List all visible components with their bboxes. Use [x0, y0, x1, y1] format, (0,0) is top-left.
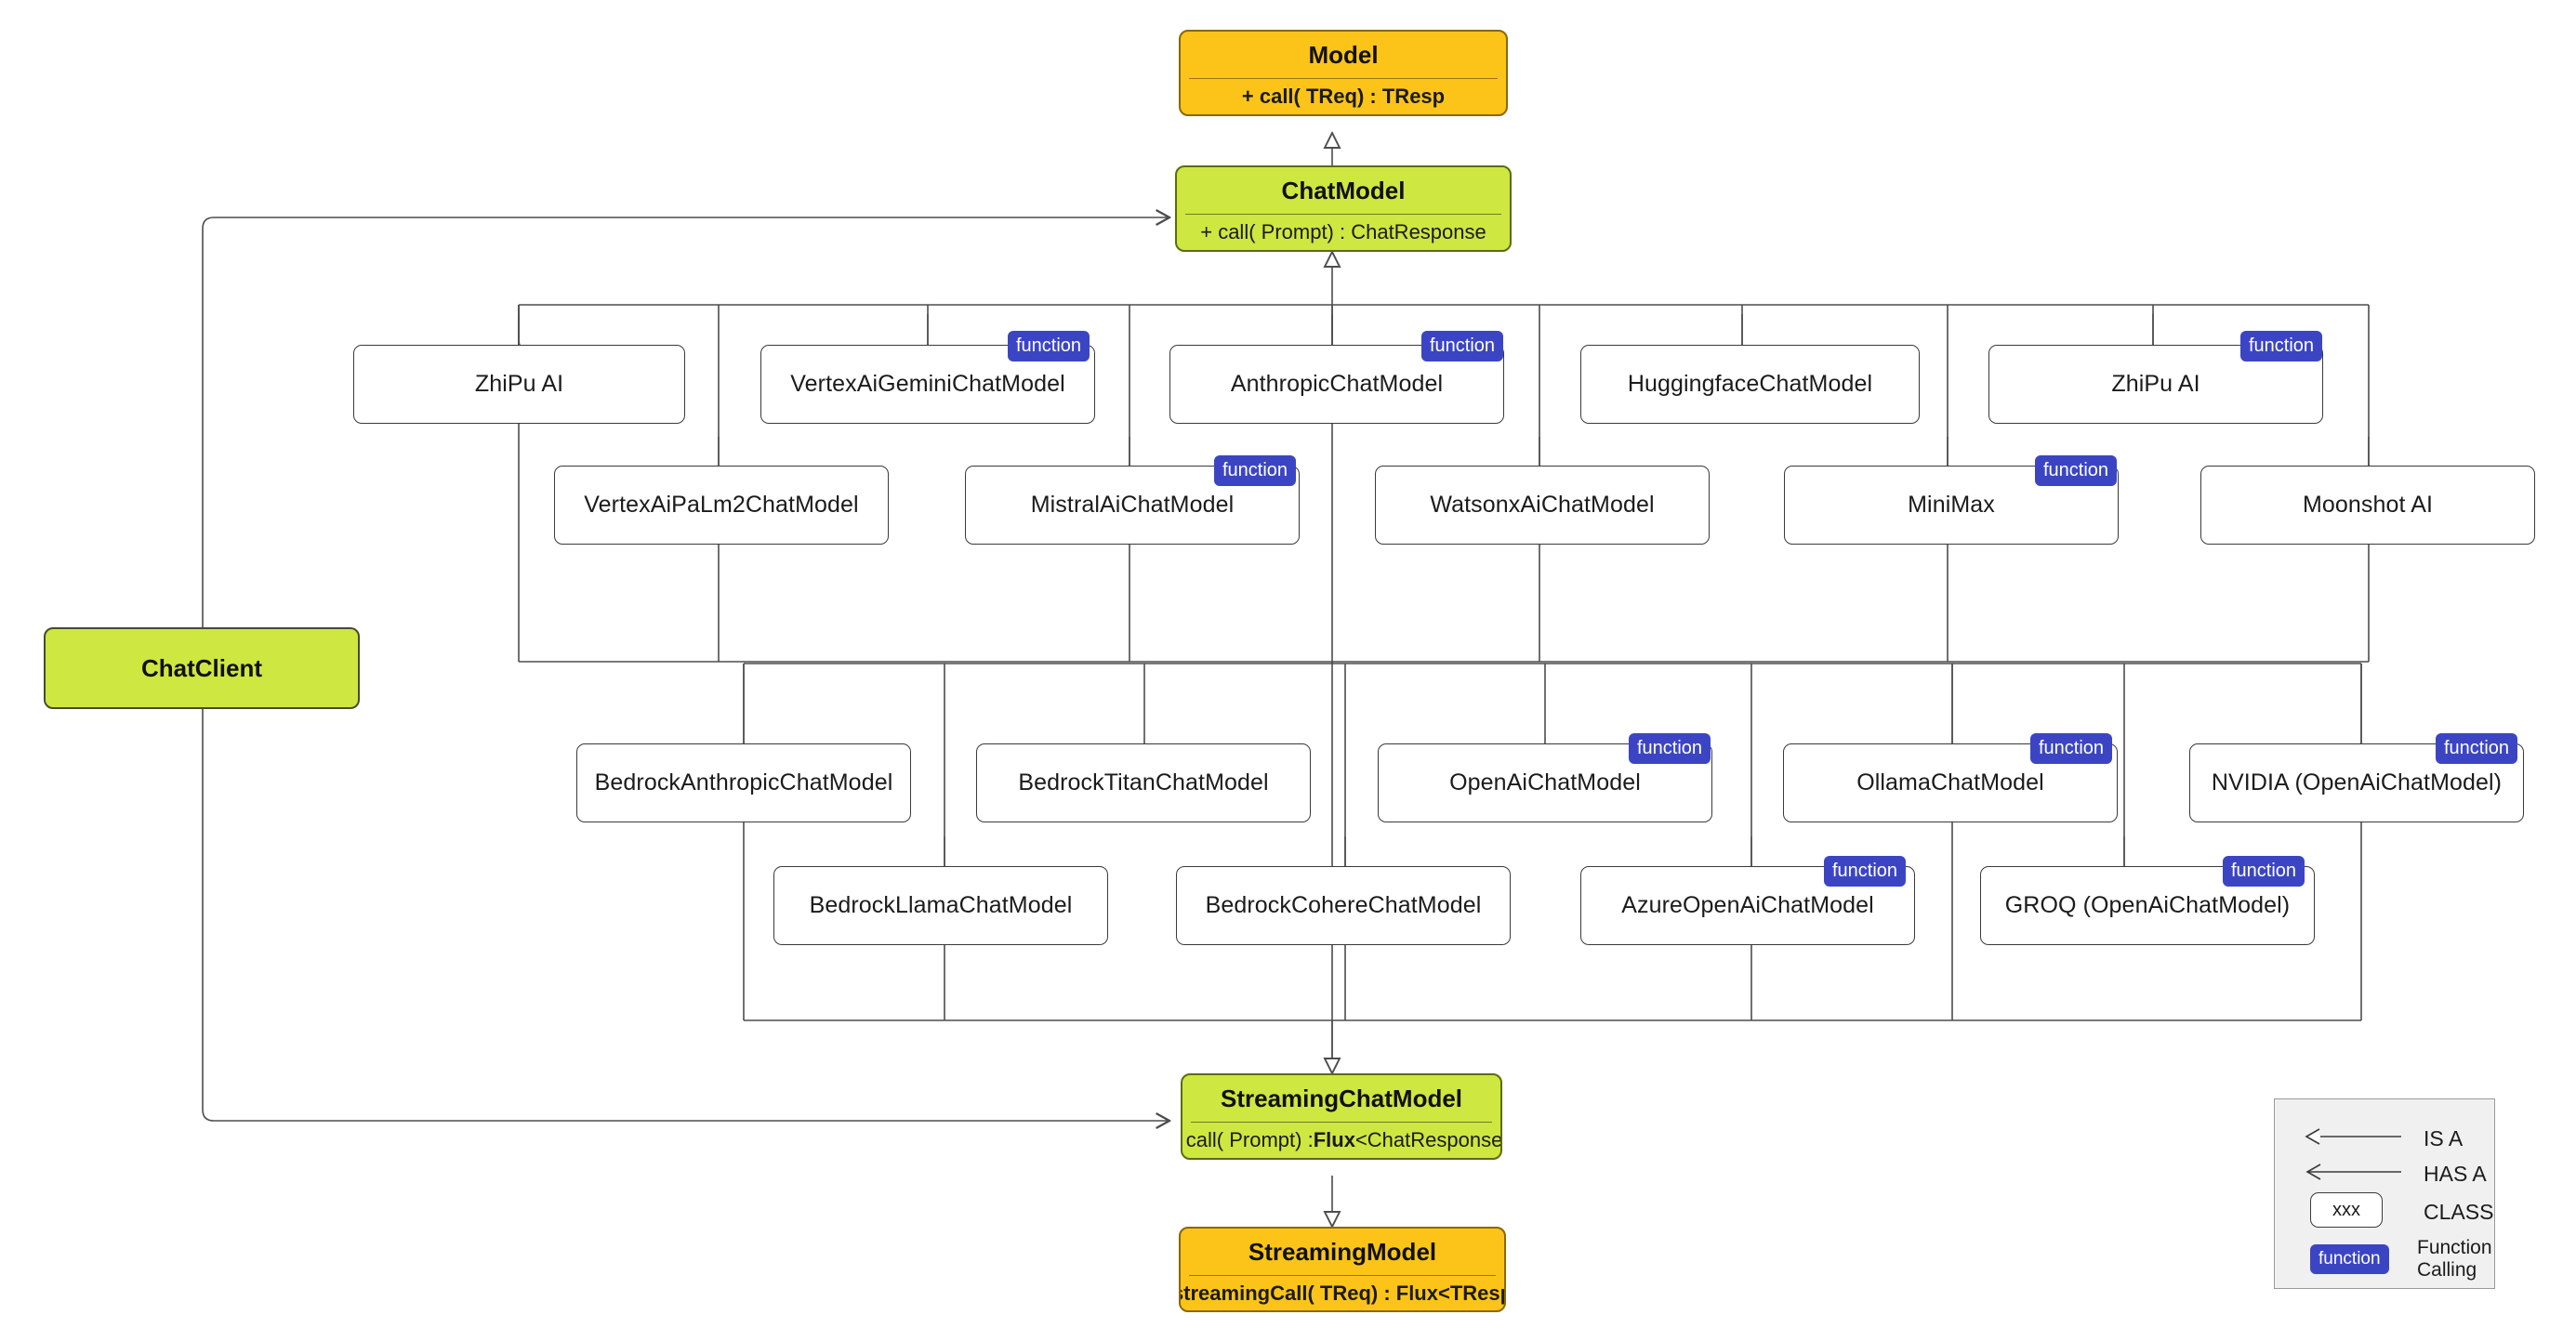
class-label: MiniMax — [1908, 492, 1995, 518]
method-post: ( TReq) : Flux<TResp> — [1307, 1281, 1506, 1305]
class-model-title: Model — [1308, 40, 1379, 69]
legend-function-badge: function — [2310, 1244, 2389, 1274]
class-bedrock-cohere-chat-model[interactable]: BedrockCohereChatModel — [1176, 866, 1511, 945]
class-label: BedrockLlamaChatModel — [809, 892, 1073, 918]
class-label: Moonshot AI — [2302, 492, 2434, 518]
method-text: + — [1241, 85, 1260, 109]
class-chat-client[interactable]: ChatClient — [44, 627, 360, 709]
class-label: HuggingfaceChatModel — [1627, 371, 1873, 397]
class-label: MistralAiChatModel — [1030, 492, 1235, 518]
class-zhipu-ai-1[interactable]: ZhiPu AI — [353, 345, 685, 424]
class-openai-chat-model[interactable]: OpenAiChatModel — [1378, 743, 1712, 822]
function-calling-badge: function — [2436, 733, 2518, 764]
class-label: AzureOpenAiChatModel — [1621, 892, 1874, 918]
class-label: VertexAiGeminiChatModel — [790, 371, 1065, 397]
class-label: GROQ (OpenAiChatModel) — [2004, 892, 2291, 918]
divider — [1185, 214, 1501, 216]
function-calling-badge: function — [1421, 331, 1504, 362]
class-chat-model[interactable]: ChatModel + call( Prompt) : ChatResponse — [1175, 165, 1512, 252]
class-moonshot-ai[interactable]: Moonshot AI — [2200, 466, 2535, 545]
class-label: NVIDIA (OpenAiChatModel) — [2211, 769, 2503, 795]
method-name: call — [1259, 85, 1294, 109]
class-bedrock-titan-chat-model[interactable]: BedrockTitanChatModel — [976, 743, 1311, 822]
class-label: OllamaChatModel — [1856, 769, 2044, 795]
legend-is-a-label: IS A — [2424, 1126, 2464, 1150]
class-streaming-model-title: StreamingModel — [1248, 1237, 1437, 1266]
legend-has-a-arrow — [2305, 1164, 2401, 1180]
legend-is-a-arrow — [2305, 1128, 2401, 1145]
function-calling-badge: function — [1214, 455, 1297, 486]
class-bedrock-llama-chat-model[interactable]: BedrockLlamaChatModel — [773, 866, 1108, 945]
function-calling-badge: function — [1008, 331, 1090, 362]
legend-class-box: xxx — [2310, 1192, 2383, 1228]
class-label: VertexAiPaLm2ChatModel — [584, 492, 859, 518]
function-calling-badge: function — [2223, 856, 2305, 887]
divider — [1189, 1275, 1496, 1277]
class-label: BedrockCohereChatModel — [1205, 892, 1482, 918]
class-vertexai-palm2-chat-model[interactable]: VertexAiPaLm2ChatModel — [554, 466, 889, 545]
class-label: BedrockAnthropicChatModel — [594, 769, 893, 795]
divider — [1191, 1122, 1492, 1124]
class-label: OpenAiChatModel — [1449, 769, 1641, 795]
class-label: ZhiPu AI — [2111, 371, 2200, 397]
class-model[interactable]: Model + call( TReq) : TResp — [1179, 30, 1508, 116]
function-calling-badge: function — [1629, 733, 1711, 764]
function-calling-badge: function — [2030, 733, 2113, 764]
method-pre: + call( Prompt) : — [1181, 1128, 1314, 1152]
function-calling-badge: function — [2240, 331, 2323, 362]
class-nvidia-openai-chat-model[interactable]: NVIDIA (OpenAiChatModel) — [2189, 743, 2524, 822]
class-streaming-model[interactable]: StreamingModel + streamingCall( TReq) : … — [1179, 1227, 1506, 1312]
legend-has-a-label: HAS A — [2424, 1162, 2487, 1186]
function-calling-badge: function — [2035, 455, 2118, 486]
class-streaming-chat-model[interactable]: StreamingChatModel + call( Prompt) : Flu… — [1181, 1073, 1502, 1160]
class-streaming-model-method: + streamingCall( TReq) : Flux<TResp> — [1181, 1276, 1504, 1310]
class-watsonxai-chat-model[interactable]: WatsonxAiChatModel — [1375, 466, 1710, 545]
function-calling-badge: function — [1824, 856, 1907, 887]
class-chat-model-method: + call( Prompt) : ChatResponse — [1200, 220, 1486, 244]
class-streaming-chat-model-title: StreamingChatModel — [1220, 1084, 1463, 1112]
method-post: <ChatResponse> — [1354, 1128, 1502, 1152]
method-sig: ( TReq) : TResp — [1293, 85, 1446, 109]
divider — [1189, 78, 1498, 80]
class-label: AnthropicChatModel — [1230, 371, 1444, 397]
class-anthropic-chat-model[interactable]: AnthropicChatModel — [1169, 345, 1504, 424]
method-flux: Flux — [1313, 1128, 1355, 1152]
legend-function-label: Function Calling — [2417, 1237, 2492, 1282]
class-bedrock-anthropic-chat-model[interactable]: BedrockAnthropicChatModel — [576, 743, 911, 822]
method-name: streamingCall — [1179, 1281, 1308, 1305]
class-label: WatsonxAiChatModel — [1430, 492, 1655, 518]
class-chat-model-title: ChatModel — [1281, 176, 1406, 204]
class-model-method: + call( TReq) : TResp — [1181, 79, 1506, 114]
class-streaming-chat-model-method: + call( Prompt) : Flux<ChatResponse> — [1182, 1123, 1500, 1158]
class-huggingface-chat-model[interactable]: HuggingfaceChatModel — [1580, 345, 1920, 424]
class-label: BedrockTitanChatModel — [1018, 769, 1269, 795]
class-label: ZhiPu AI — [474, 371, 564, 397]
legend-class-label: CLASS — [2424, 1200, 2494, 1224]
